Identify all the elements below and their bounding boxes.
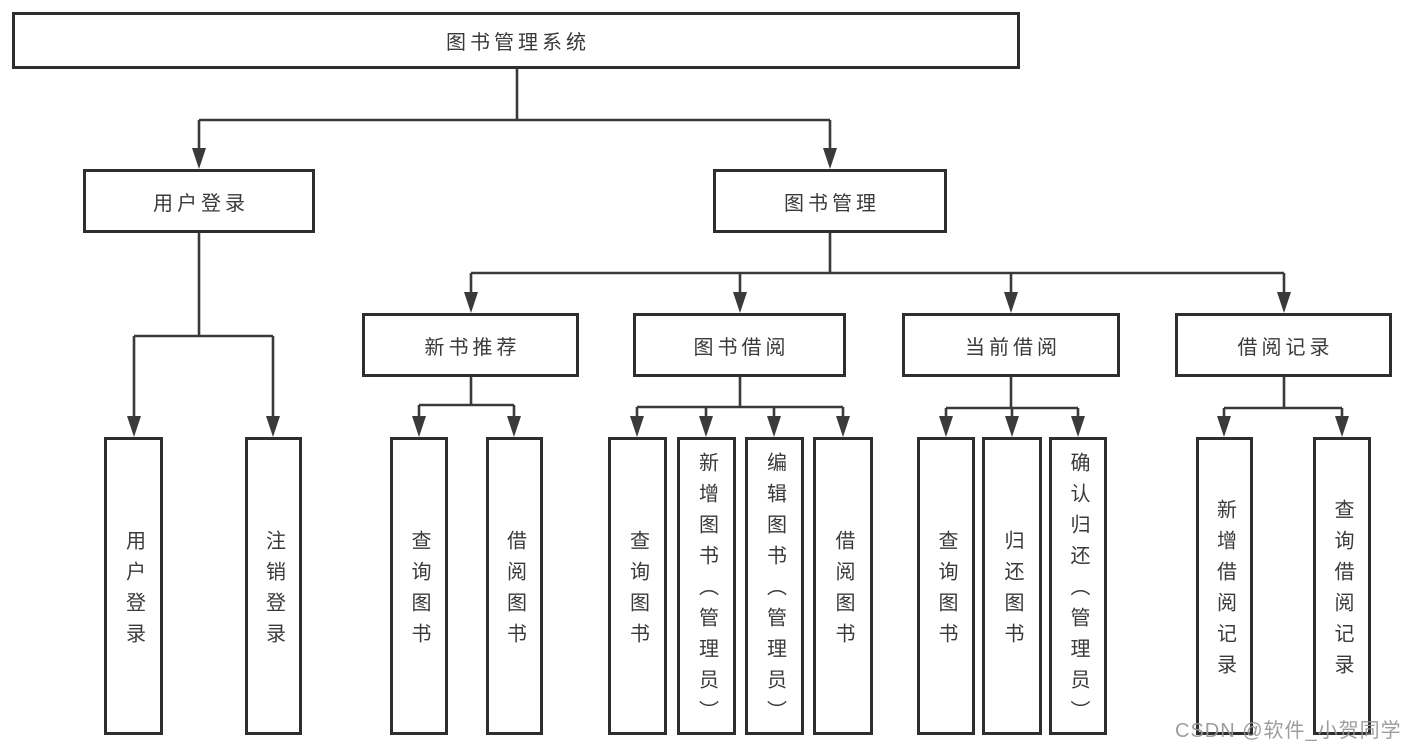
leaf-return-books-label: 归还图书: [1001, 529, 1023, 654]
leaf-borrowing-query-books: 查询图书: [608, 437, 667, 735]
leaf-query-borrow-record-label: 查询借阅记录: [1331, 498, 1353, 685]
leaf-add-borrow-record: 新增借阅记录: [1196, 437, 1253, 735]
node-root: 图书管理系统: [12, 12, 1020, 69]
leaf-current-query-books: 查询图书: [917, 437, 975, 735]
leaf-add-books-admin-label: 新增图书（管理员）: [695, 452, 718, 731]
node-book-management: 图书管理: [713, 169, 947, 233]
leaf-user-login-label: 用户登录: [122, 529, 145, 654]
leaf-recommend-query-books-label: 查询图书: [408, 529, 430, 654]
leaf-recommend-query-books: 查询图书: [390, 437, 448, 735]
leaf-edit-books-admin: 编辑图书（管理员）: [745, 437, 804, 735]
node-book-borrowing: 图书借阅: [633, 313, 846, 377]
leaf-recommend-borrow-books: 借阅图书: [486, 437, 543, 735]
leaf-logout-label: 注销登录: [262, 529, 285, 654]
leaf-return-books: 归还图书: [982, 437, 1042, 735]
leaf-logout: 注销登录: [245, 437, 302, 735]
leaf-current-query-books-label: 查询图书: [935, 529, 957, 654]
leaf-borrowing-borrow-books-label: 借阅图书: [832, 529, 854, 654]
node-current-borrowing: 当前借阅: [902, 313, 1120, 377]
leaf-confirm-return-admin: 确认归还（管理员）: [1049, 437, 1107, 735]
node-borrow-records: 借阅记录: [1175, 313, 1392, 377]
node-user-login: 用户登录: [83, 169, 315, 233]
leaf-confirm-return-admin-label: 确认归还（管理员）: [1067, 452, 1089, 731]
leaf-edit-books-admin-label: 编辑图书（管理员）: [763, 452, 786, 731]
csdn-watermark: CSDN @软件_小贺同学: [1175, 720, 1402, 742]
leaf-add-borrow-record-label: 新增借阅记录: [1213, 498, 1236, 685]
leaf-recommend-borrow-books-label: 借阅图书: [503, 529, 526, 654]
node-new-book-recommend: 新书推荐: [362, 313, 579, 377]
leaf-borrowing-borrow-books: 借阅图书: [813, 437, 873, 735]
leaf-borrowing-query-books-label: 查询图书: [626, 529, 649, 654]
leaf-query-borrow-record: 查询借阅记录: [1313, 437, 1371, 735]
leaf-user-login: 用户登录: [104, 437, 163, 735]
leaf-add-books-admin: 新增图书（管理员）: [677, 437, 736, 735]
